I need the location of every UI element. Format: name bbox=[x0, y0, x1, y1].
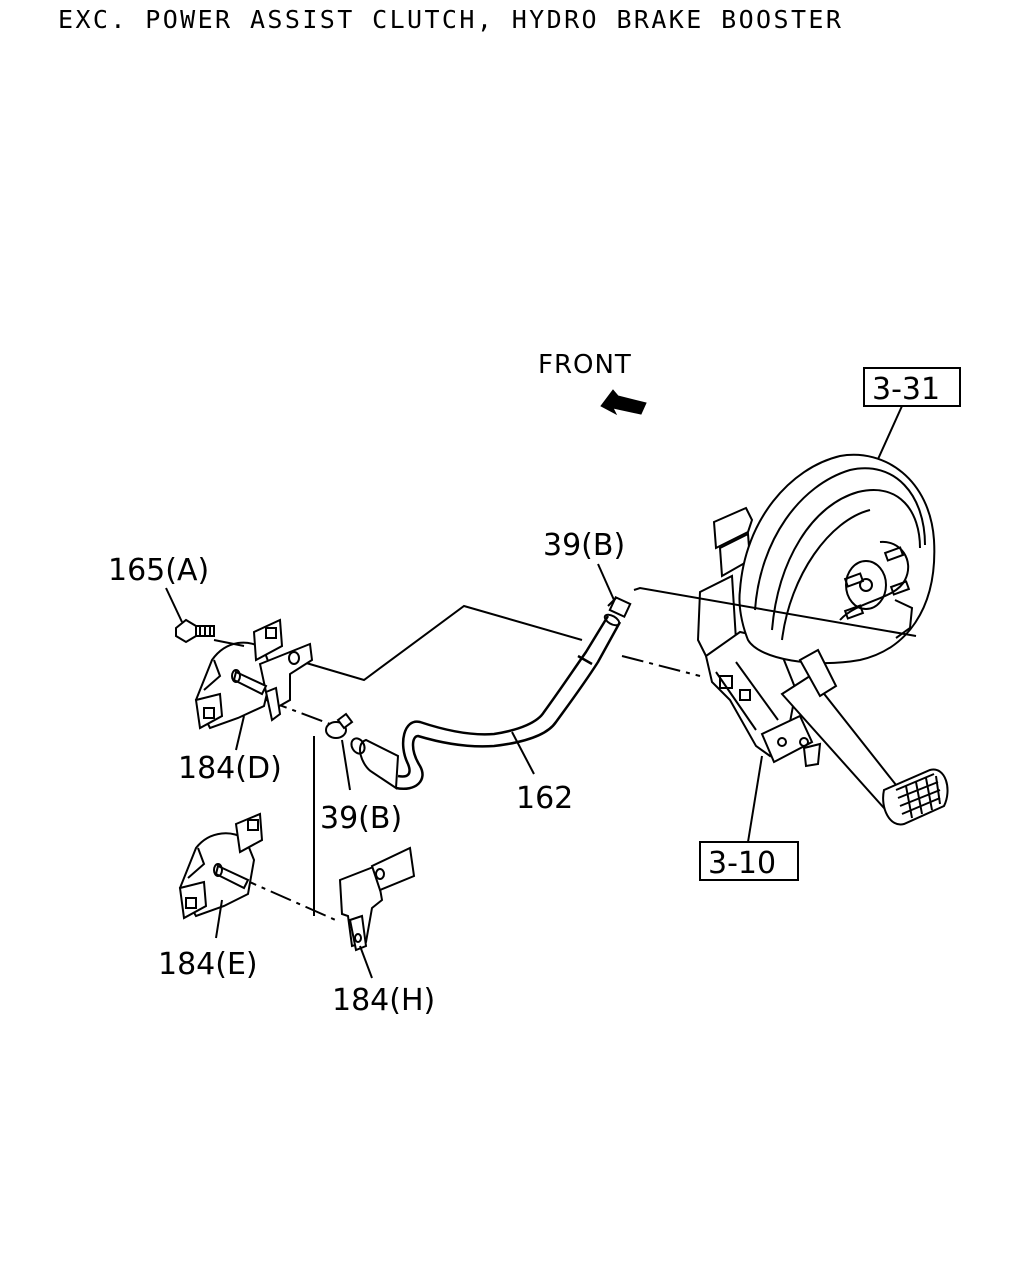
brake-booster bbox=[738, 453, 936, 665]
leader-hose-to-bracket bbox=[295, 604, 583, 682]
leader-booster-to-clip bbox=[633, 586, 917, 637]
bracket-184e bbox=[178, 812, 264, 920]
callout-165a: 165(A) bbox=[108, 553, 209, 588]
bolt-165a bbox=[175, 618, 215, 644]
leader-3-10 bbox=[747, 755, 763, 843]
clip-39b-top bbox=[607, 595, 632, 619]
callout-184e: 184(E) bbox=[158, 947, 258, 982]
leader-184d bbox=[235, 715, 245, 751]
callout-162: 162 bbox=[516, 781, 573, 816]
ref-box-3-10[interactable]: 3-10 bbox=[699, 841, 799, 881]
ref-box-3-31[interactable]: 3-31 bbox=[863, 367, 961, 407]
callout-39b-top: 39(B) bbox=[543, 528, 625, 563]
callout-39b-mid: 39(B) bbox=[320, 801, 402, 836]
front-indicator: FRONT bbox=[538, 350, 647, 416]
booster-studs bbox=[843, 546, 911, 620]
bracket-184h bbox=[338, 846, 416, 952]
leader-39b-top bbox=[597, 563, 615, 601]
ref-3-31-label: 3-31 bbox=[872, 372, 940, 407]
bracket-184d bbox=[194, 618, 314, 730]
leader-184h bbox=[359, 945, 373, 979]
diagram-title: EXC. POWER ASSIST CLUTCH, HYDRO BRAKE BO… bbox=[58, 5, 843, 34]
alignment-line-184e-184h bbox=[235, 875, 341, 923]
leader-184e bbox=[215, 899, 223, 939]
clip-39b-mid bbox=[325, 712, 354, 739]
ref-3-10-label: 3-10 bbox=[708, 846, 776, 881]
leader-162 bbox=[511, 731, 535, 775]
leader-39b-mid bbox=[341, 739, 351, 791]
callout-184d: 184(D) bbox=[178, 751, 282, 786]
front-arrow-icon bbox=[600, 389, 647, 416]
alignment-line-booster bbox=[621, 655, 701, 677]
callout-184h: 184(H) bbox=[332, 983, 435, 1018]
hose-162 bbox=[350, 613, 622, 791]
leader-165a bbox=[165, 587, 183, 623]
leader-3-31 bbox=[873, 405, 903, 469]
front-label: FRONT bbox=[538, 350, 632, 380]
brake-pedal bbox=[780, 648, 949, 826]
